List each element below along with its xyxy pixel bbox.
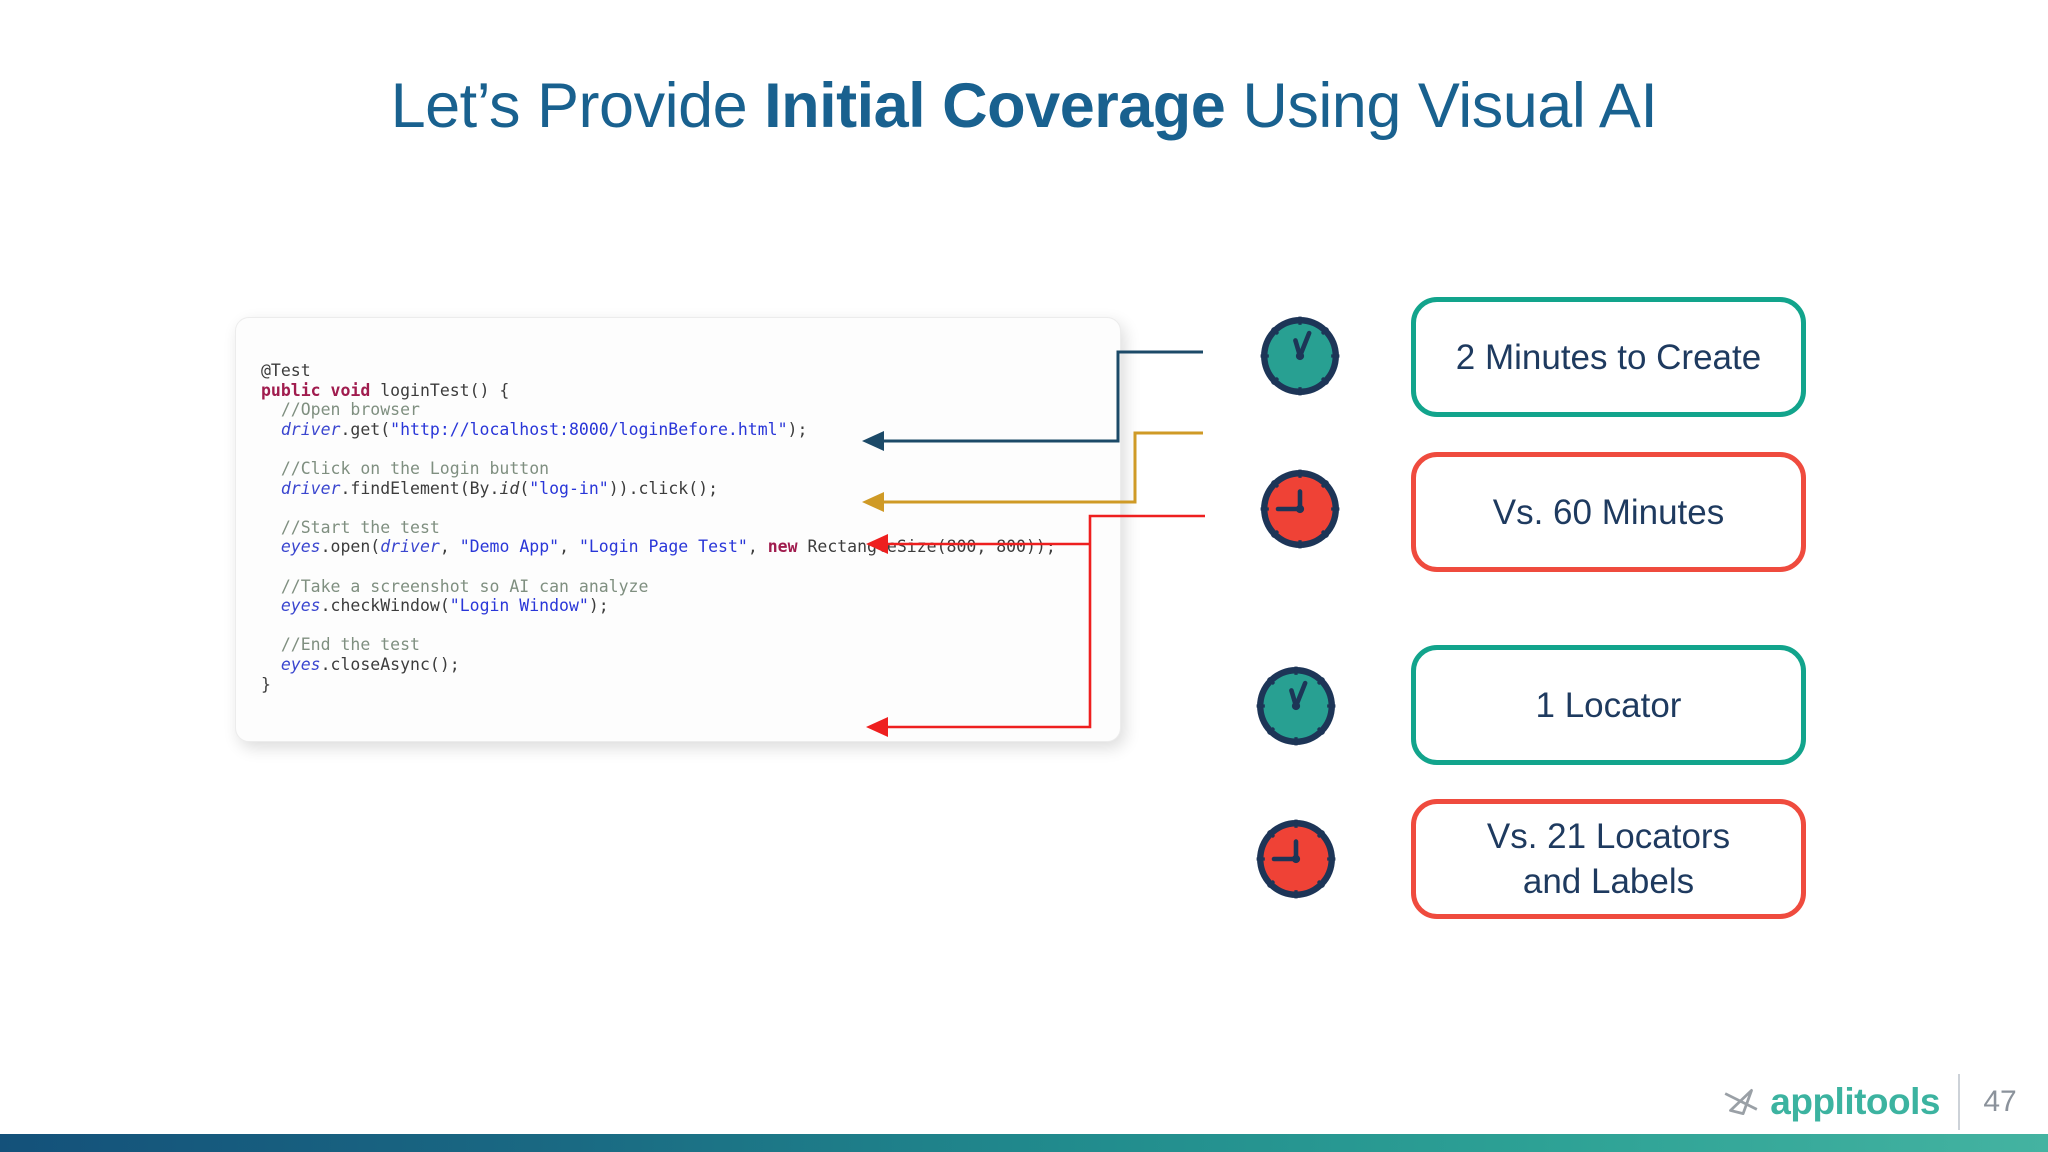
comparison-box-vs-minutes: Vs. 60 Minutes: [1411, 452, 1806, 572]
title-suffix: Using Visual AI: [1225, 71, 1658, 141]
footer-divider: [1958, 1074, 1960, 1130]
code-line: eyes.closeAsync();: [280, 654, 460, 674]
title-bold: Initial Coverage: [764, 71, 1226, 141]
code-line: eyes.open(driver, "Demo App", "Login Pag…: [280, 537, 1056, 557]
code-line: eyes.checkWindow("Login Window");: [280, 596, 609, 616]
comparison-label: Vs. 21 Locators: [1486, 817, 1731, 856]
comparison-label: 2 Minutes to Create: [1455, 337, 1762, 377]
code-line: driver.findElement(By.id("log-in")).clic…: [280, 478, 719, 498]
page-title: Let’s Provide Initial Coverage Using Vis…: [0, 70, 2048, 142]
teal-clock-icon: [1260, 316, 1340, 396]
applitools-mark-icon: [1724, 1089, 1758, 1115]
red-clock-icon: [1260, 469, 1340, 549]
comparison-label: Vs. 60 Minutes: [1492, 492, 1725, 532]
comparison-label: 1 Locator: [1535, 685, 1682, 725]
red-clock-icon: [1256, 819, 1336, 899]
code-line: @Test: [261, 361, 311, 380]
comparison-box-locator: 1 Locator: [1411, 645, 1806, 765]
code-line: [261, 439, 1110, 459]
code-line: //Open browser: [261, 400, 420, 420]
code-line: [261, 498, 1110, 518]
code-line: //End the test: [261, 635, 420, 655]
comparison-box-minutes-create: 2 Minutes to Create: [1411, 297, 1806, 417]
code-line: [261, 557, 1110, 577]
brand-wordmark: applitools: [1770, 1081, 1940, 1122]
bottom-accent-bar: [0, 1134, 2048, 1152]
code-line: public void loginTest() {: [261, 380, 510, 400]
code-line: [261, 616, 1110, 636]
applitools-logo: applitools: [1722, 1081, 1940, 1123]
comparison-box-vs-locators: Vs. 21 Locators and Labels: [1411, 799, 1806, 919]
footer: applitools 47: [1722, 1072, 2022, 1132]
title-prefix: Let’s Provide: [390, 71, 765, 141]
code-line: //Start the test: [261, 517, 440, 537]
code-line: }: [261, 674, 271, 694]
code-line: driver.get("http://localhost:8000/loginB…: [280, 419, 808, 439]
page-number: 47: [1983, 1085, 2017, 1118]
comparison-label: and Labels: [1522, 862, 1695, 901]
teal-clock-icon: [1256, 666, 1336, 746]
code-line: //Click on the Login button: [261, 458, 550, 478]
code-line: //Take a screenshot so AI can analyze: [261, 576, 649, 596]
